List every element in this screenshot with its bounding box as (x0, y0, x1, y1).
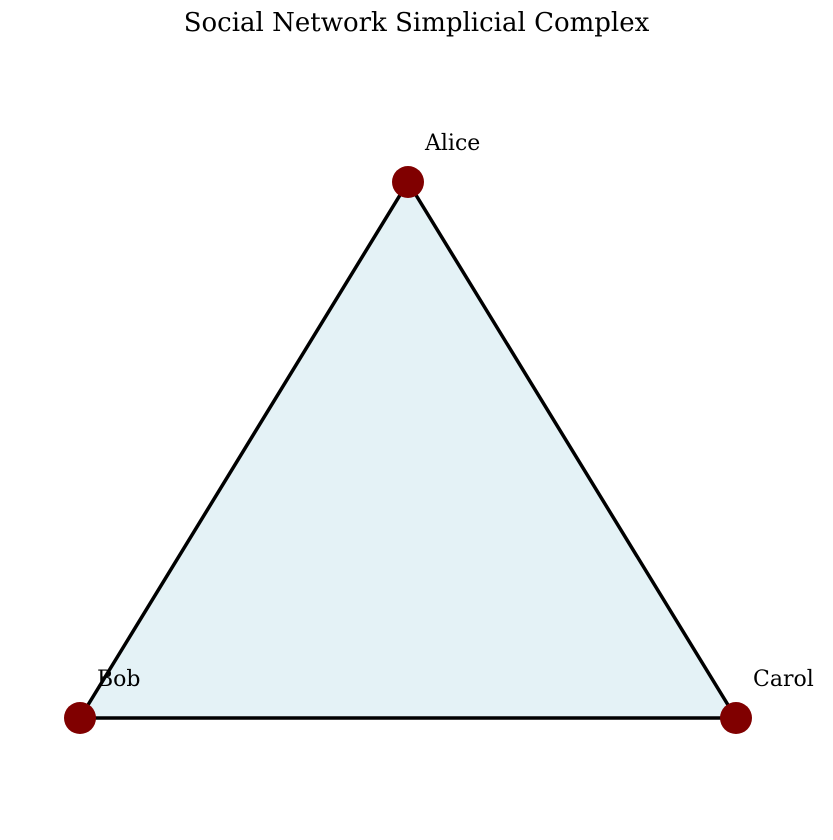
diagram-title: Social Network Simplicial Complex (183, 8, 650, 38)
node-alice (392, 166, 424, 198)
node-label-bob: Bob (97, 667, 141, 692)
node-label-carol: Carol (753, 667, 814, 692)
node-label-alice: Alice (424, 131, 480, 156)
face-alice-bob-carol (80, 182, 736, 718)
edge-alice-bob (78, 180, 410, 720)
node-carol (720, 702, 752, 734)
node-bob (64, 702, 96, 734)
edge-carol-alice (406, 180, 738, 720)
